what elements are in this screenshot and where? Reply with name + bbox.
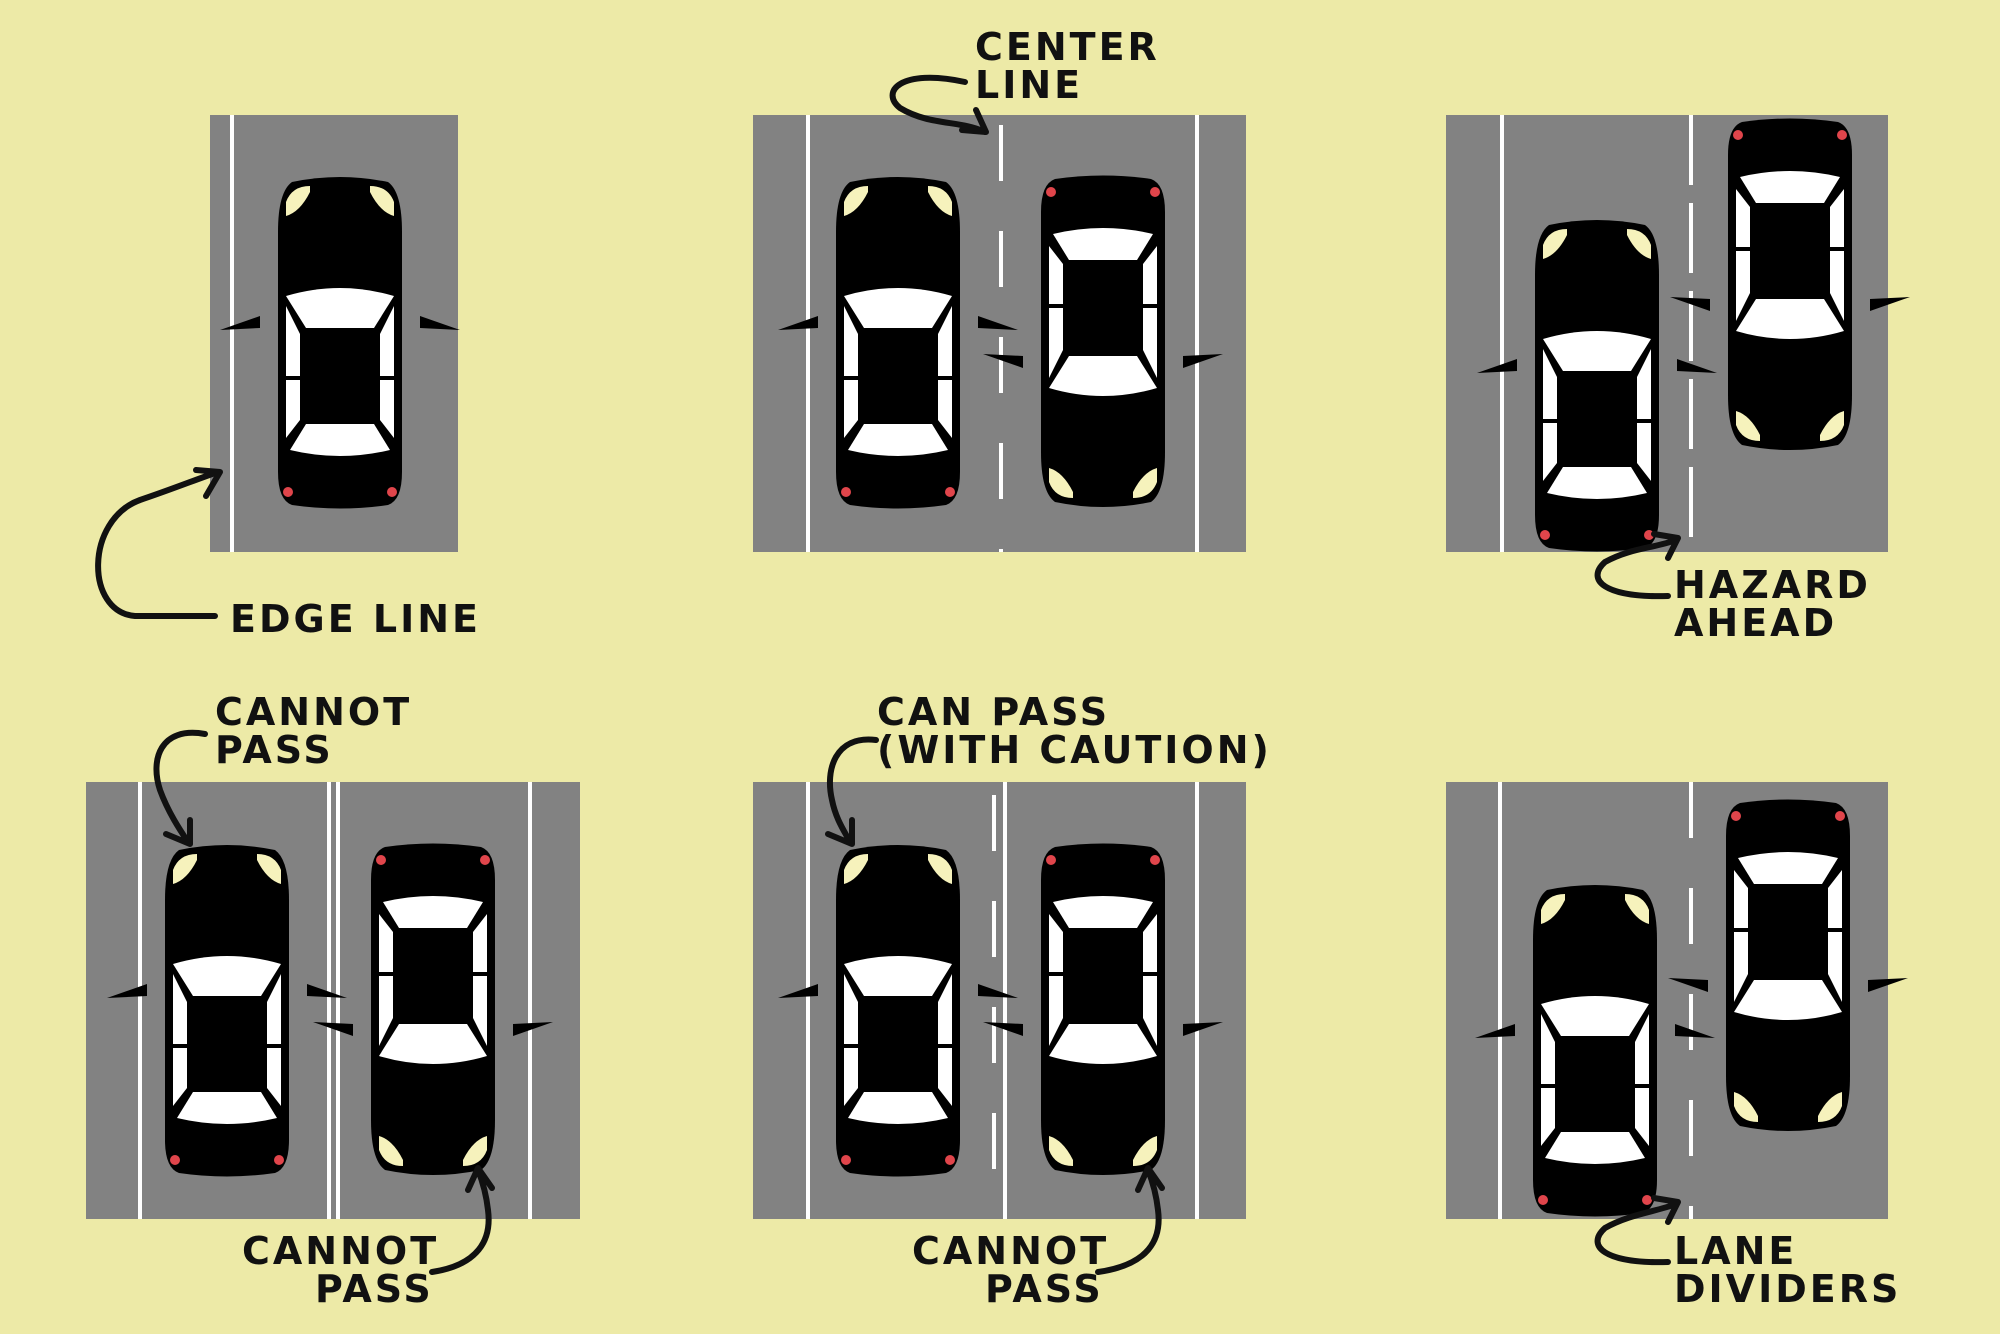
label-edge-line: EDGE LINE	[230, 597, 481, 641]
label-lane-dividers-2: DIVIDERS	[1674, 1267, 1901, 1311]
label-lane-dividers-1: LANE	[1674, 1229, 1797, 1273]
label-cannot-pass-top-1: CANNOT	[215, 690, 412, 734]
label-cannot-pass-bottom-left-1: CANNOT	[242, 1229, 439, 1273]
arrow-cannot-pass-top	[153, 729, 208, 847]
label-cannot-pass-bottom-mid-2: PASS	[985, 1267, 1104, 1311]
arrow-edge-line	[95, 467, 223, 619]
panel-lane-dividers: LANE DIVIDERS	[1446, 782, 1908, 1311]
label-center-line-1: CENTER	[975, 25, 1160, 69]
label-cannot-pass-top-2: PASS	[215, 728, 334, 772]
road-surface	[753, 782, 1246, 1219]
panel-hazard-ahead: HAZARD AHEAD	[1446, 115, 1910, 645]
label-can-pass-1: CAN PASS	[877, 690, 1110, 734]
arrow-lane-dividers	[1594, 1195, 1681, 1266]
arrow-can-pass-with-caution	[825, 736, 879, 847]
label-hazard-ahead-2: AHEAD	[1674, 601, 1837, 645]
arrow-cannot-pass-bottom-left	[429, 1165, 495, 1275]
label-can-pass-2: (WITH CAUTION)	[877, 728, 1272, 772]
panel-double-solid: CANNOT PASS CANNOT PASS	[86, 690, 580, 1311]
road-surface	[86, 782, 580, 1219]
panel-solid-dashed: CAN PASS (WITH CAUTION) CANNOT PASS	[753, 690, 1272, 1311]
panel-edge-line: EDGE LINE	[95, 115, 481, 641]
label-center-line-2: LINE	[975, 63, 1083, 107]
label-hazard-ahead-1: HAZARD	[1674, 563, 1871, 607]
panel-center-line: CENTER LINE	[753, 25, 1246, 552]
arrow-hazard-ahead	[1594, 531, 1681, 600]
arrow-center-line	[889, 74, 989, 135]
label-cannot-pass-bottom-mid-1: CANNOT	[912, 1229, 1109, 1273]
arrow-cannot-pass-bottom-mid	[1095, 1165, 1165, 1275]
label-cannot-pass-bottom-left-2: PASS	[315, 1267, 434, 1311]
